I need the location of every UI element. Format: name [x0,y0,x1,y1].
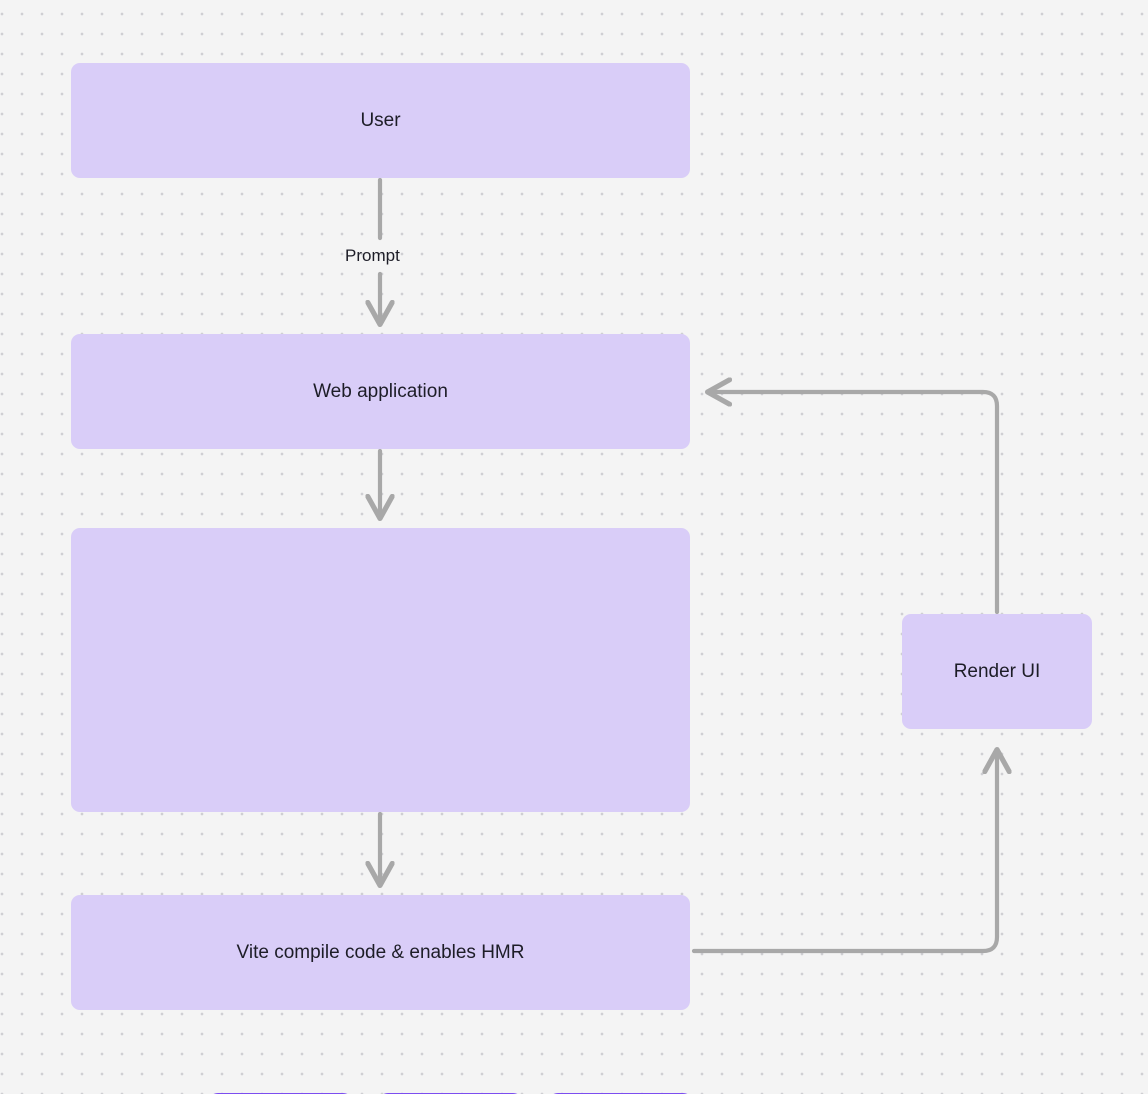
edge-vite-to-render-ui [691,752,997,954]
edge-label-prompt: Prompt [345,246,400,265]
node-user[interactable]: User [71,63,690,178]
node-components-group[interactable]: HTML = structure CSS = Styles & Layouts … [71,528,694,1094]
node-render-ui-label: Render UI [953,660,1041,682]
node-web-application[interactable]: Web application [71,334,690,449]
node-user-label: User [360,109,401,131]
node-vite-label: Vite compile code & enables HMR [236,941,525,963]
edge-render-ui-to-web-application [710,392,1000,615]
node-render-ui[interactable]: Render UI [902,614,1092,729]
node-web-application-label: Web application [313,380,448,402]
node-vite[interactable]: Vite compile code & enables HMR [71,895,690,1010]
